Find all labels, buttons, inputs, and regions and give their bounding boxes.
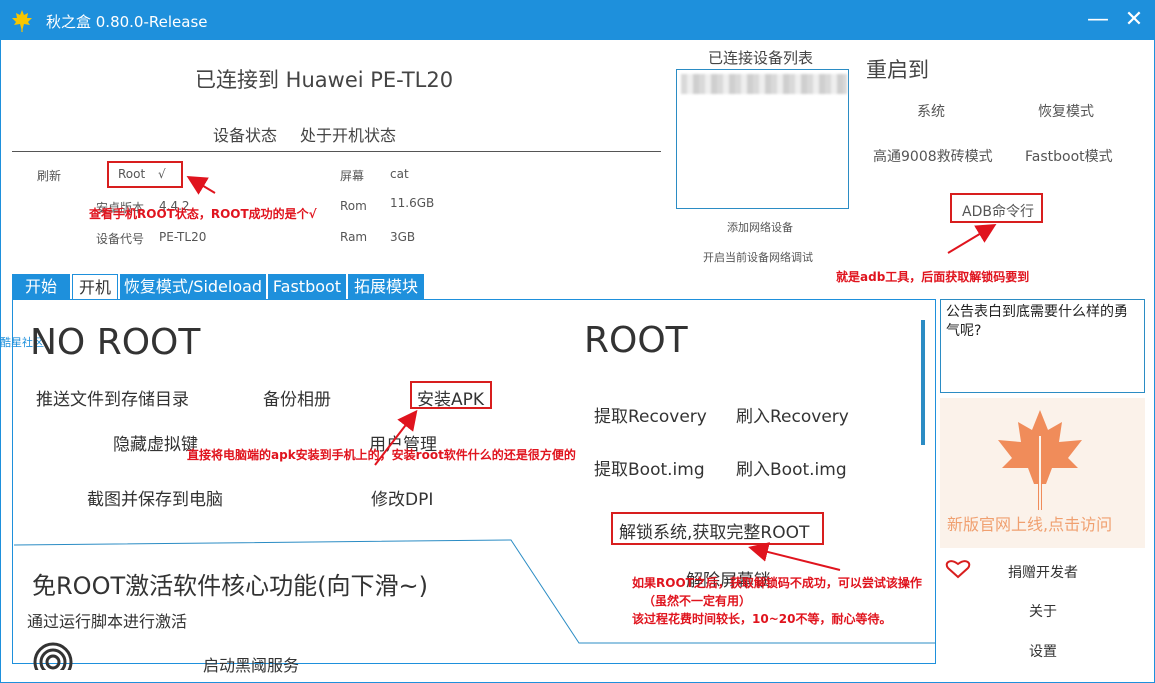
unlock-annotation-line1: 如果ROOT之后，获取解锁码不成功，可以尝试该操作: [632, 576, 922, 590]
community-link[interactable]: 酷星社区: [0, 336, 44, 349]
maple-leaf-icon: [12, 10, 32, 32]
unlock-system-button[interactable]: 解锁系统,获取完整ROOT: [619, 523, 810, 543]
window-title: 秋之盒 0.80.0-Release: [46, 13, 208, 31]
device-list-title: 已连接设备列表: [708, 49, 814, 67]
no-root-title: NO ROOT: [30, 322, 201, 363]
divider: [12, 151, 661, 152]
root-title: ROOT: [584, 320, 688, 361]
panel-scrollbar[interactable]: [921, 320, 925, 445]
adb-highlight: [950, 193, 1043, 223]
promo-text: 新版官网上线,点击访问: [947, 515, 1113, 534]
device-status-value: 处于开机状态: [300, 126, 397, 145]
rom-value: 11.6GB: [390, 196, 435, 210]
refresh-button[interactable]: 刷新: [37, 169, 62, 183]
notice-box: 公告表白到底需要什么样的勇气呢?: [940, 299, 1145, 393]
adb-command-button[interactable]: ADB命令行: [962, 204, 1034, 220]
tab-boot[interactable]: 开机: [72, 274, 118, 299]
donate-button[interactable]: 捐赠开发者: [1008, 565, 1078, 581]
adb-annotation: 就是adb工具，后面获取解锁码要到: [836, 270, 1030, 284]
reboot-fastboot-button[interactable]: Fastboot模式: [1025, 149, 1113, 165]
flash-boot-button[interactable]: 刷入Boot.img: [736, 460, 847, 480]
title-bar: 秋之盒 0.80.0-Release — ✕: [0, 0, 1155, 40]
screenshot-button[interactable]: 截图并保存到电脑: [87, 490, 223, 510]
unlock-annotation-line3: 该过程花费时间较长，10~20不等，耐心等待。: [632, 612, 892, 626]
device-status-label: 设备状态: [213, 126, 278, 145]
tab-start[interactable]: 开始: [12, 274, 70, 299]
maple-leaf-logo-icon: [998, 410, 1082, 510]
unlock-annotation-line2: （虽然不一定有用）: [643, 594, 752, 608]
about-button[interactable]: 关于: [1029, 604, 1057, 620]
backup-photos-button[interactable]: 备份相册: [263, 390, 331, 410]
root-highlight: [107, 161, 183, 188]
ram-value: 3GB: [390, 230, 416, 244]
install-apk-button[interactable]: 安装APK: [417, 390, 485, 410]
root-annotation: 查看手机ROOT状态，ROOT成功的是个√: [89, 207, 317, 221]
screen-label: 屏幕: [340, 169, 365, 183]
install-apk-highlight: [410, 381, 492, 409]
hide-keys-button[interactable]: 隐藏虚拟键: [113, 435, 198, 455]
tab-fastboot[interactable]: Fastboot: [268, 274, 346, 299]
connected-device-title: 已连接到 Huawei PE-TL20: [195, 68, 454, 92]
free-root-title: 免ROOT激活软件核心功能(向下滑~): [32, 572, 428, 600]
reboot-system-button[interactable]: 系统: [917, 104, 945, 120]
minimize-icon[interactable]: —: [1087, 7, 1109, 32]
close-icon[interactable]: ✕: [1124, 7, 1144, 32]
extract-recovery-button[interactable]: 提取Recovery: [594, 407, 707, 427]
tab-extensions[interactable]: 拓展模块: [348, 274, 424, 299]
codename-label: 设备代号: [96, 232, 145, 246]
root-label: Root: [118, 167, 146, 181]
modify-dpi-button[interactable]: 修改DPI: [371, 490, 434, 510]
add-network-device-button[interactable]: 添加网络设备: [727, 221, 793, 234]
free-root-subtitle: 通过运行脚本进行激活: [27, 612, 188, 631]
start-service-button[interactable]: 启动黑阈服务: [203, 656, 300, 675]
heart-icon: [945, 560, 971, 579]
reboot-9008-button[interactable]: 高通9008救砖模式: [873, 149, 993, 165]
tab-panel: [12, 299, 936, 664]
tab-recovery-sideload[interactable]: 恢复模式/Sideload: [120, 274, 266, 299]
apk-annotation: 直接将电脑端的apk安装到手机上的，安装root软件什么的还是很方便的: [187, 448, 576, 462]
reboot-title: 重启到: [866, 58, 929, 82]
android-version-value: 4.4.2: [159, 199, 190, 213]
reboot-recovery-button[interactable]: 恢复模式: [1038, 104, 1094, 120]
promo-banner[interactable]: 新版官网上线,点击访问: [940, 398, 1145, 548]
device-list[interactable]: [676, 69, 849, 209]
codename-value: PE-TL20: [159, 230, 207, 244]
settings-button[interactable]: 设置: [1029, 644, 1057, 660]
extract-boot-button[interactable]: 提取Boot.img: [594, 460, 705, 480]
screen-value: cat: [390, 167, 409, 181]
flash-recovery-button[interactable]: 刷入Recovery: [736, 407, 849, 427]
android-version-label: 安卓版本: [96, 201, 145, 215]
rom-label: Rom: [340, 199, 367, 213]
fingerprint-icon: [33, 642, 73, 670]
ram-label: Ram: [340, 230, 368, 244]
device-list-item[interactable]: [681, 74, 847, 94]
enable-network-debug-button[interactable]: 开启当前设备网络调试: [703, 251, 813, 264]
root-value: √: [158, 167, 166, 181]
push-file-button[interactable]: 推送文件到存储目录: [36, 390, 189, 410]
